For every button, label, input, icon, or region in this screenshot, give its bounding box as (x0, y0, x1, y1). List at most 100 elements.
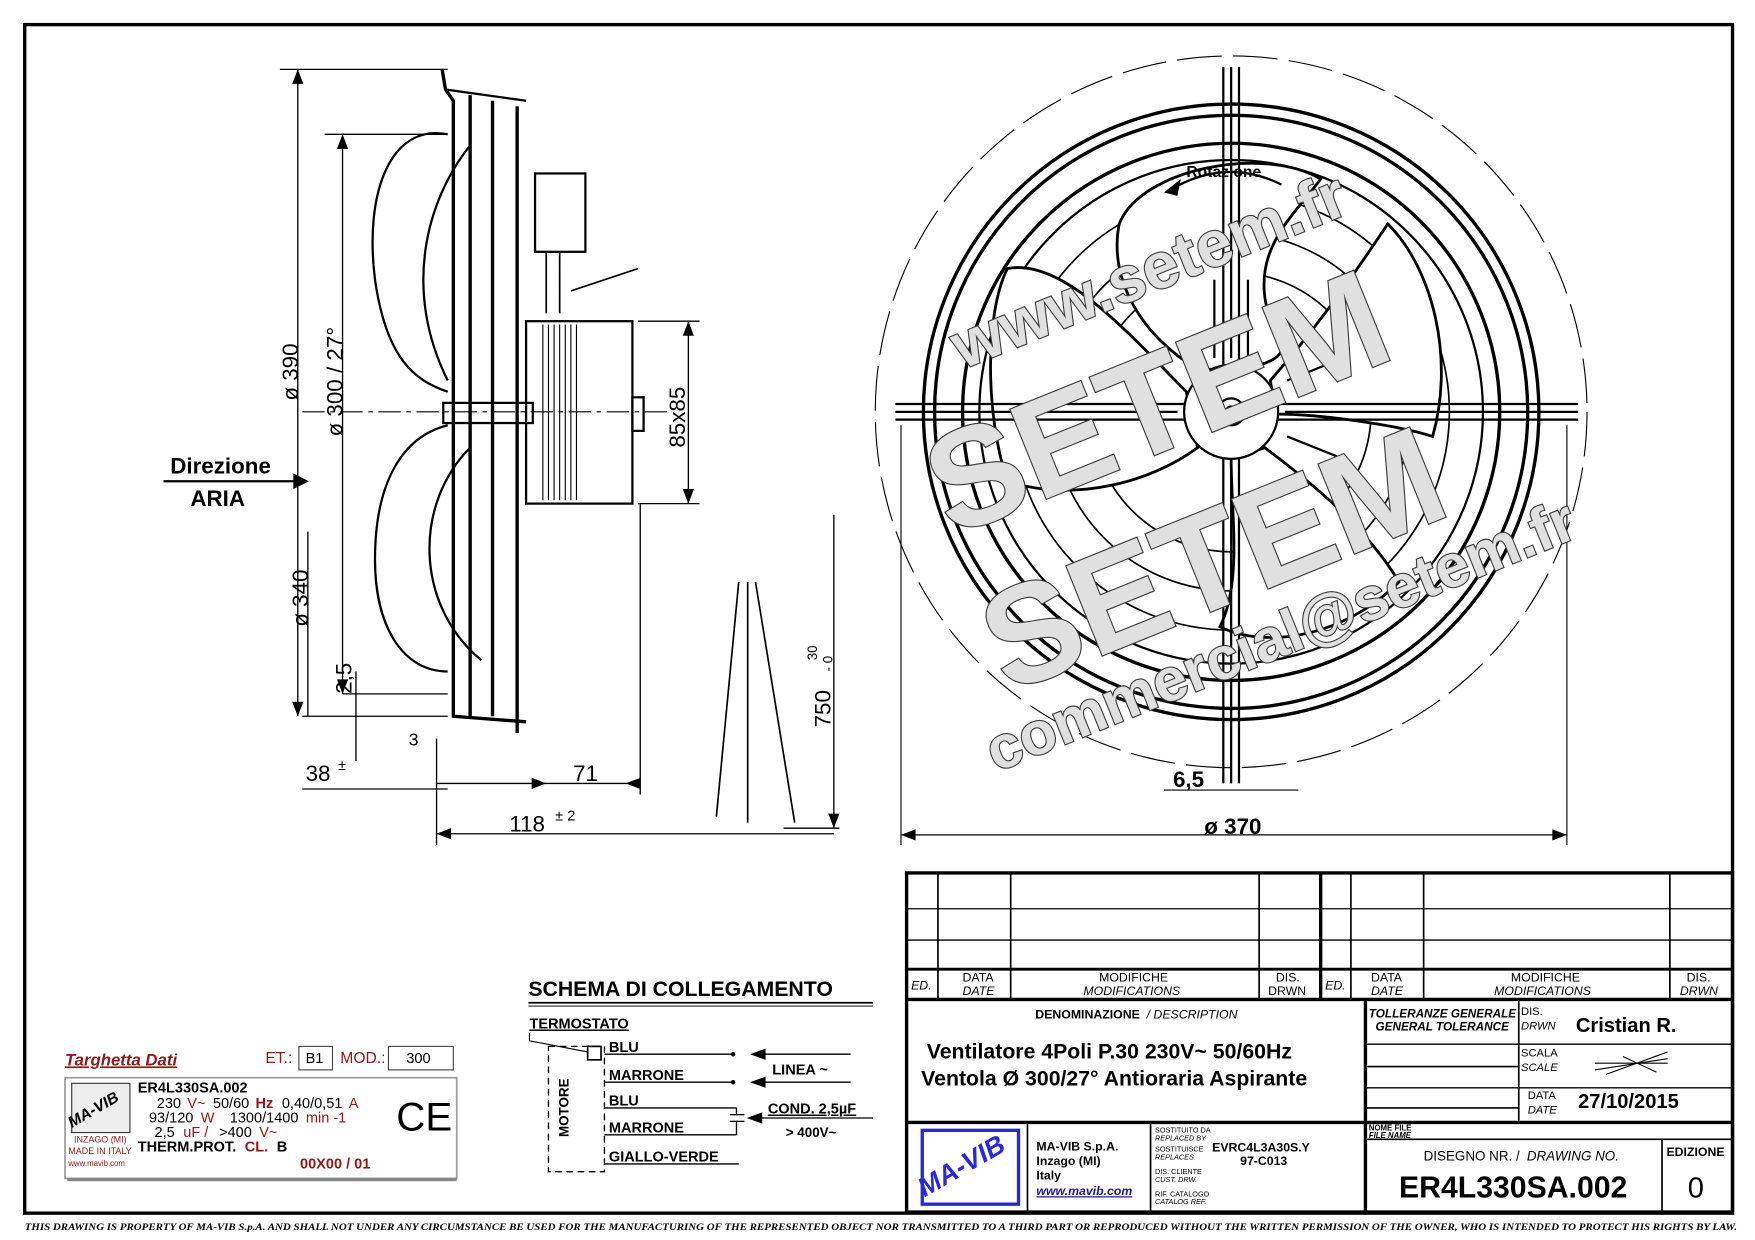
company-city: Inzago (MI) (1036, 1154, 1100, 1168)
wire-label: GIALLO-VERDE (609, 1150, 719, 1166)
svg-text:MODIFICHE: MODIFICHE (1099, 970, 1168, 984)
mod-box (387, 1045, 454, 1071)
guard-bar (440, 69, 527, 724)
scale-na-icon (1594, 1051, 1668, 1075)
date-label-en: DATE (1528, 1105, 1558, 1117)
svg-text:RIF. CATALOGO: RIF. CATALOGO (1155, 1189, 1210, 1198)
dim-85x85: 85x85 (665, 387, 690, 448)
date-label: DATA (1528, 1090, 1557, 1102)
dim-d300: ø 300 / 27° (323, 327, 348, 437)
airflow-arrowhead-icon (293, 473, 309, 490)
side-view: ø 390 ø 300 / 27° ø 340 2,5 38 ± 3 71 11… (163, 68, 840, 845)
nameplate-title: Targhetta Dati (65, 1050, 177, 1069)
dim-71: 71 (573, 761, 598, 786)
ce-mark: CE (396, 1094, 452, 1139)
shaft (1224, 405, 1238, 419)
hub (1183, 363, 1280, 460)
blade-outline (428, 446, 483, 662)
drawn-by: Cristian R. (1576, 1015, 1677, 1037)
svg-text:SOSTITUISCE: SOSTITUISCE (1155, 1145, 1204, 1154)
drawing-date: 27/10/2015 (1578, 1091, 1679, 1113)
svg-text:REPLACES: REPLACES (1155, 1152, 1194, 1161)
cond-label: COND. 2,5µF (768, 1102, 856, 1118)
airflow-label: Direzione (170, 453, 271, 478)
et-label: ET.: (265, 1050, 292, 1067)
dimension-arrows (292, 69, 840, 840)
blade-outline (422, 144, 472, 382)
svg-text:DIS. CLIENTE: DIS. CLIENTE (1155, 1167, 1202, 1176)
edition-value: 0 (1688, 1172, 1704, 1204)
drawing-no-label: DISEGNO NR. / DRAWING NO. (1424, 1149, 1619, 1164)
svg-text:MODIFICHE: MODIFICHE (1511, 970, 1580, 984)
nameplate: Targhetta Dati ET.: B1 MOD.: 300 MA-VIB … (64, 1045, 458, 1182)
dim-750-tol-lower: - 0 (821, 656, 836, 672)
thermostat-icon (586, 1045, 602, 1061)
replaces-value: EVRC4L3A30S.Y (1212, 1141, 1310, 1155)
svg-text:DRWN: DRWN (1680, 984, 1718, 998)
svg-text:DIS.: DIS. (1687, 970, 1711, 984)
dim-118-tolerance: ± 2 (555, 808, 575, 824)
rotation-arrow-icon (1169, 170, 1283, 192)
wire-label: BLU (609, 1040, 639, 1056)
svg-text:DATA: DATA (1371, 970, 1403, 984)
copyright-footer: THIS DRAWING IS PROPERTY OF MA-VIB S.p.A… (25, 1223, 1737, 1233)
dimension-lines (279, 68, 840, 845)
scale-label-en: SCALE (1521, 1062, 1558, 1074)
blade-outline (373, 424, 449, 673)
termostato-label: TERMOSTATO (529, 1016, 628, 1032)
outline-dashed (874, 55, 1588, 769)
tolerance-label-en: GENERAL TOLERANCE (1376, 1021, 1511, 1034)
motore-label: MOTORE (557, 1078, 572, 1137)
svg-text:SOSTITUITO DA: SOSTITUITO DA (1155, 1126, 1211, 1135)
scale-label: SCALA (1521, 1047, 1558, 1059)
hub (442, 401, 534, 425)
watermark: www.setem.fr SETEM SETEM commercial@sete… (903, 156, 1586, 785)
svg-text:CATALOG REF.: CATALOG REF. (1155, 1197, 1206, 1206)
file-name-label: NOME FILE (1369, 1123, 1412, 1132)
front-view: Rotazione ø 370 6,5 (874, 55, 1588, 845)
svg-text:ED.: ED. (1325, 978, 1346, 992)
maker-line1: INZAGO (MI) (74, 1135, 127, 1145)
dim-6-5: 6,5 (1173, 767, 1204, 792)
nameplate-logo (71, 1082, 131, 1134)
drawing-number: ER4L330SA.002 (1399, 1171, 1627, 1204)
fan-blades (989, 161, 1443, 639)
et-box (298, 1045, 334, 1071)
wire-label: MARRONE (609, 1121, 684, 1137)
arrow-icons (746, 1048, 766, 1124)
motor-shaft (631, 396, 645, 432)
rotation-label: Rotazione (1186, 164, 1261, 181)
svg-text:DATE: DATE (963, 984, 996, 998)
company-url[interactable]: www.mavib.com (1036, 1184, 1132, 1198)
cable (715, 581, 796, 823)
nameplate-electrical: 230 V~ 50/60 Hz 0,40/0,51 A (157, 1096, 359, 1112)
nameplate-thermal: THERM.PROT. CL. B (138, 1140, 287, 1156)
svg-text:DIS.: DIS. (1276, 970, 1300, 984)
svg-text:CUST. DRW.: CUST. DRW. (1155, 1175, 1197, 1184)
dim-118: 118 (509, 812, 545, 837)
schema-title: SCHEMA DI COLLEGAMENTO (528, 977, 833, 1001)
wire-label: BLU (609, 1094, 639, 1110)
replaces-value-2: 97-C013 (1240, 1154, 1287, 1168)
mod-label: MOD.: (340, 1050, 385, 1067)
description-line1: Ventilatore 4Poli P.30 230V~ 50/60Hz (927, 1040, 1292, 1064)
airflow-label-2: ARIA (190, 486, 245, 511)
description-line2: Ventola Ø 300/27° Antioraria Aspirante (921, 1067, 1307, 1091)
svg-text:ED.: ED. (911, 978, 932, 992)
dim-750: 750 (810, 690, 835, 727)
guard-ring (445, 88, 527, 102)
revision-headers-right: ED. DATA DATE MODIFICHE MODIFICATIONS DI… (1325, 970, 1718, 997)
description-label: DENOMINAZIONE / DESCRIPTION (1035, 1007, 1237, 1021)
dim-d370: ø 370 (1204, 814, 1261, 839)
svg-text:MODIFICATIONS: MODIFICATIONS (1083, 984, 1181, 998)
motor-box (547, 1045, 606, 1173)
rotation-arrowhead-icon (1163, 179, 1181, 196)
maker-line2: MADE IN ITALY (68, 1146, 131, 1156)
drawn-label: DIS. (1521, 1006, 1543, 1018)
tolerance-label: TOLLERANZE GENERALE (1369, 1007, 1517, 1020)
company-logo (920, 1128, 1021, 1206)
edition-label: EDIZIONE (1666, 1145, 1724, 1159)
guard-spokes (895, 67, 1579, 784)
dim-d340: ø 340 (288, 569, 313, 626)
